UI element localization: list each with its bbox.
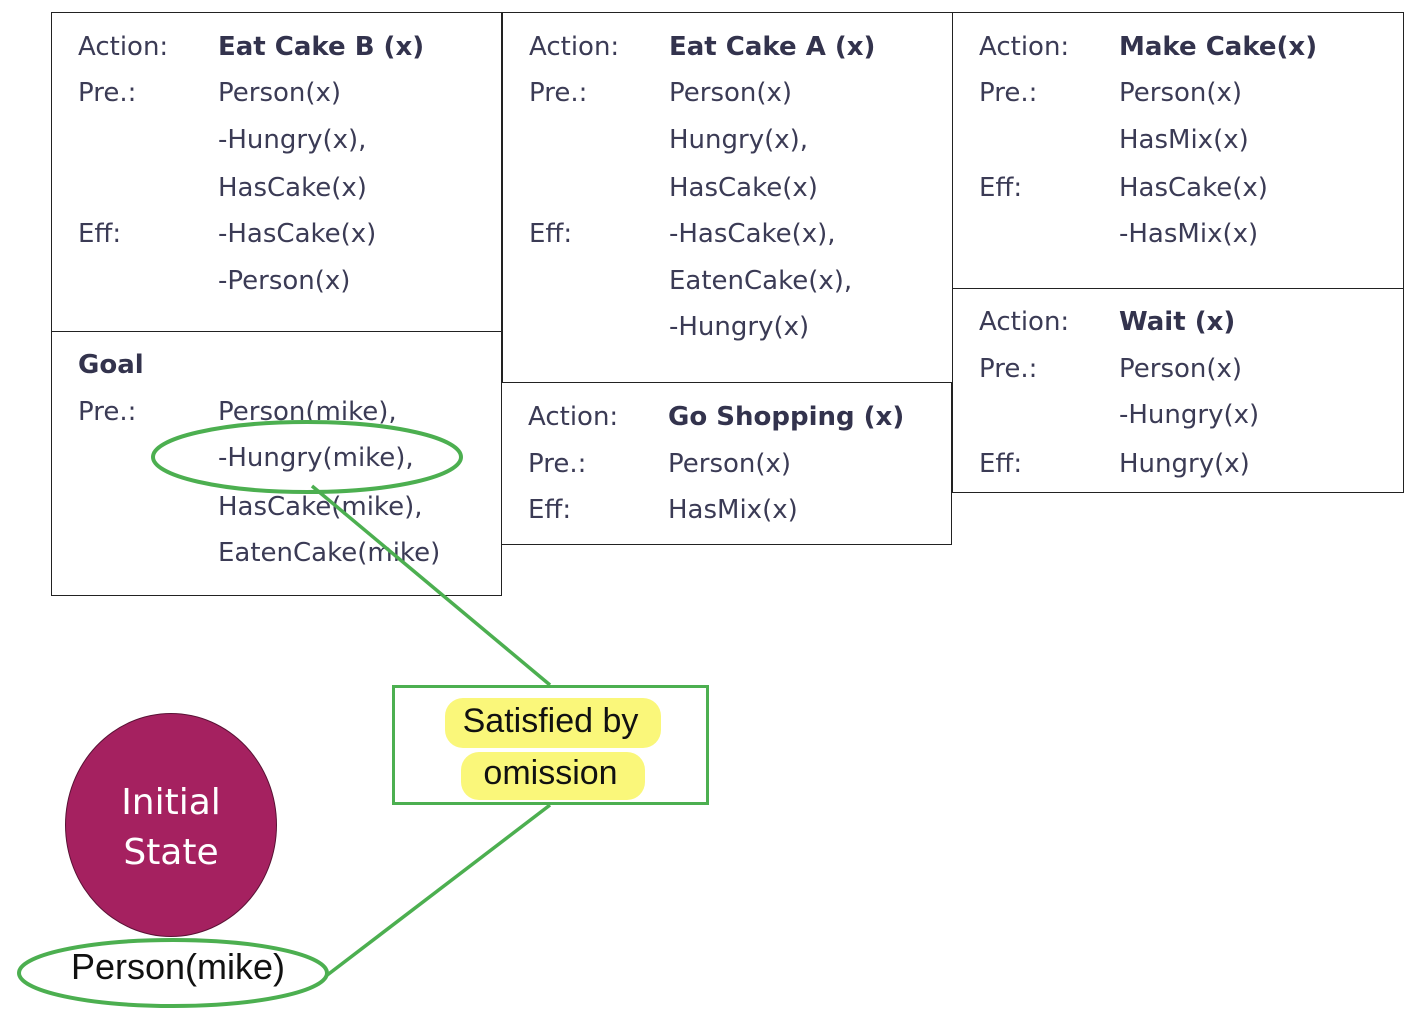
effect: Hungry(x) [1119,449,1250,479]
eff-label: Eff: [529,219,573,249]
action-label: Action: [979,32,1070,62]
callout-line-2: omission [483,754,618,792]
pre-label: Pre.: [529,78,588,108]
action-name: Go Shopping (x) [668,402,905,432]
precondition: HasCake(x) [669,173,818,203]
action-name: Eat Cake A (x) [669,32,876,62]
pre-label: Pre.: [979,354,1038,384]
initial-state-line-1: Initial [121,782,221,823]
goal-precondition: Person(mike), [218,397,397,427]
precondition: Hungry(x), [669,125,809,155]
pre-label: Pre.: [78,78,137,108]
precondition: -Hungry(x) [1119,400,1260,430]
effect: HasMix(x) [668,495,798,525]
action-make-cake: Action: Make Cake(x) Pre.: Person(x) Has… [952,12,1404,290]
action-name: Eat Cake B (x) [218,32,425,62]
eff-label: Eff: [78,219,122,249]
pre-label: Pre.: [528,449,587,479]
effect: -HasMix(x) [1119,219,1259,249]
satisfied-by-omission-callout: Satisfied by omission [392,685,709,805]
goal-title: Goal [78,350,144,380]
effect: -Person(x) [218,266,351,296]
precondition: Person(x) [1119,78,1243,108]
action-eat-cake-b: Action: Eat Cake B (x) Pre.: Person(x) -… [51,12,502,333]
action-label: Action: [529,32,620,62]
action-name: Wait (x) [1119,307,1236,337]
pre-label: Pre.: [78,397,137,427]
initial-state-node: Initial State [65,713,277,937]
goal-precondition: HasCake(mike), [218,492,423,522]
initial-state-line-2: State [123,832,219,873]
effect: EatenCake(x), [669,266,853,296]
precondition: Person(x) [218,78,342,108]
precondition: HasMix(x) [1119,125,1249,155]
goal-box: Goal Pre.: Person(mike), -Hungry(mike), … [51,331,502,596]
pre-label: Pre.: [979,78,1038,108]
precondition: Person(x) [668,449,792,479]
connector-callout-to-fact [324,803,552,978]
effect: -HasCake(x) [218,219,377,249]
initial-fact: Person(mike) [70,946,286,987]
action-wait: Action: Wait (x) Pre.: Person(x) -Hungry… [952,288,1404,493]
precondition: -Hungry(x), [218,125,367,155]
callout-line-1: Satisfied by [462,702,639,740]
action-eat-cake-a: Action: Eat Cake A (x) Pre.: Person(x) H… [502,12,953,384]
eff-label: Eff: [528,495,572,525]
action-name: Make Cake(x) [1119,32,1318,62]
effect: -Hungry(x) [669,312,810,342]
precondition: Person(x) [669,78,793,108]
eff-label: Eff: [979,449,1023,479]
action-label: Action: [78,32,169,62]
effect: HasCake(x) [1119,173,1268,203]
action-label: Action: [528,402,619,432]
precondition: HasCake(x) [218,173,367,203]
goal-precondition: EatenCake(mike) [218,538,441,568]
precondition: Person(x) [1119,354,1243,384]
goal-precondition: -Hungry(mike), [218,443,414,473]
highlight-mark [445,698,661,748]
action-go-shopping: Action: Go Shopping (x) Pre.: Person(x) … [501,382,952,545]
highlight-mark [461,752,645,800]
eff-label: Eff: [979,173,1023,203]
action-label: Action: [979,307,1070,337]
effect: -HasCake(x), [669,219,836,249]
